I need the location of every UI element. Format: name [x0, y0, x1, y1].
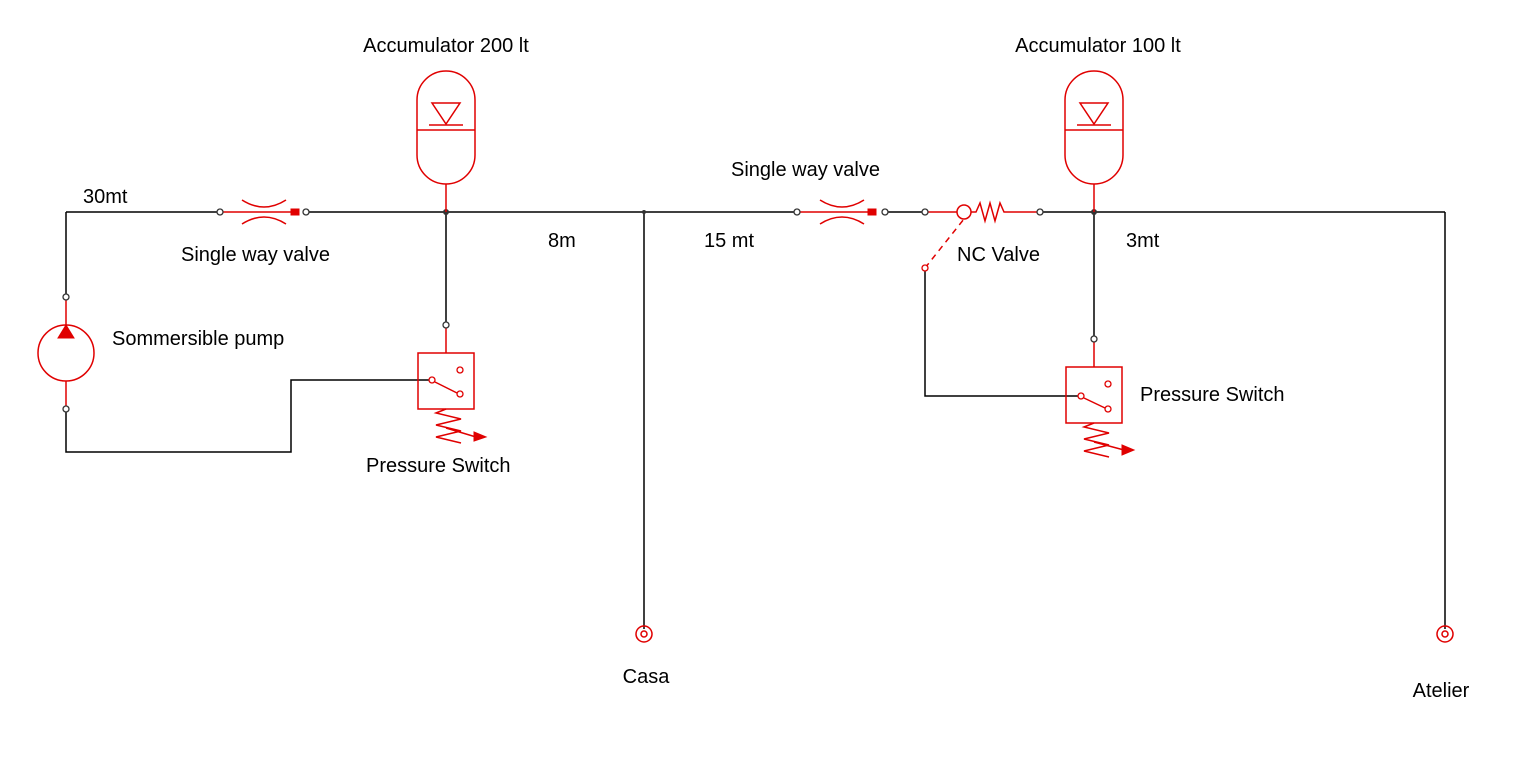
outlet-casa — [635, 625, 653, 643]
check-valve-arc-top — [819, 199, 865, 208]
check-valve-seat — [867, 208, 877, 216]
pipe-nc-pilot — [924, 268, 1081, 397]
label-accumulator-100: Accumulator 100 lt — [1015, 35, 1181, 57]
port — [62, 293, 70, 301]
switch-adjust-line — [1093, 441, 1125, 451]
check-valve-arc-bottom — [241, 216, 287, 225]
switch-contact — [456, 366, 464, 374]
outlet-ring — [635, 625, 653, 643]
accumulator-body — [1064, 70, 1124, 185]
accumulator-gas-triangle — [430, 102, 462, 126]
label-pressure-switch-right: Pressure Switch — [1140, 384, 1285, 406]
check-valve-seat — [290, 208, 300, 216]
labels: Accumulator 200 lt Accumulator 100 lt 30… — [83, 35, 1470, 702]
label-nc-valve: NC Valve — [957, 244, 1040, 266]
nc-valve-ball — [956, 204, 972, 220]
port — [881, 208, 889, 216]
accumulator-100 — [1064, 70, 1124, 212]
check-valve-arc-top — [241, 199, 287, 208]
port — [793, 208, 801, 216]
switch-body — [417, 352, 475, 410]
check-valve-left — [216, 199, 310, 225]
label-pipe-30mt: 30mt — [83, 186, 128, 208]
junction-dot — [642, 210, 646, 214]
label-pressure-switch-left: Pressure Switch — [366, 455, 511, 477]
switch-contact — [1104, 380, 1112, 388]
accumulator-200 — [416, 70, 476, 212]
label-check-valve-left: Single way valve — [181, 244, 330, 266]
label-check-valve-right: Single way valve — [731, 159, 880, 181]
switch-lever — [1083, 397, 1106, 409]
pressure-switch-left — [417, 321, 488, 444]
label-outlet-atelier: Atelier — [1413, 680, 1470, 702]
switch-contact — [1077, 392, 1085, 400]
pressure-switch-right — [1065, 335, 1136, 458]
pump-direction-triangle — [57, 324, 75, 339]
switch-spring — [433, 408, 462, 444]
port — [1036, 208, 1044, 216]
sommersible-pump — [37, 293, 95, 413]
switch-contact — [428, 376, 436, 384]
switch-spring — [1081, 422, 1110, 458]
label-pump: Sommersible pump — [112, 328, 284, 350]
switch-lever — [434, 381, 458, 394]
label-pipe-15mt: 15 mt — [704, 230, 754, 252]
nc-valve-spring — [971, 200, 1040, 224]
port — [921, 264, 929, 272]
pipe-pump-return — [65, 379, 432, 453]
switch-adjust-line — [445, 427, 477, 438]
port — [62, 405, 70, 413]
port — [302, 208, 310, 216]
switch-contact — [1104, 405, 1112, 413]
port — [442, 321, 450, 329]
accumulator-gas-triangle — [1078, 102, 1110, 126]
port — [1090, 335, 1098, 343]
check-valve-arc-bottom — [819, 216, 865, 225]
check-valve-right — [793, 199, 889, 225]
outlet-ring — [1436, 625, 1454, 643]
outlet-core — [1441, 630, 1449, 638]
switch-contact — [456, 390, 464, 398]
switch-body — [1065, 366, 1123, 424]
outlet-atelier — [1436, 625, 1454, 643]
accumulator-body — [416, 70, 476, 185]
label-pipe-8m: 8m — [548, 230, 576, 252]
pipe-network — [65, 211, 1446, 629]
port — [216, 208, 224, 216]
port — [921, 208, 929, 216]
label-outlet-casa: Casa — [623, 666, 671, 688]
label-pipe-3mt: 3mt — [1126, 230, 1160, 252]
label-accumulator-200: Accumulator 200 lt — [363, 35, 529, 57]
outlet-core — [640, 630, 648, 638]
nc-valve — [921, 200, 1044, 272]
